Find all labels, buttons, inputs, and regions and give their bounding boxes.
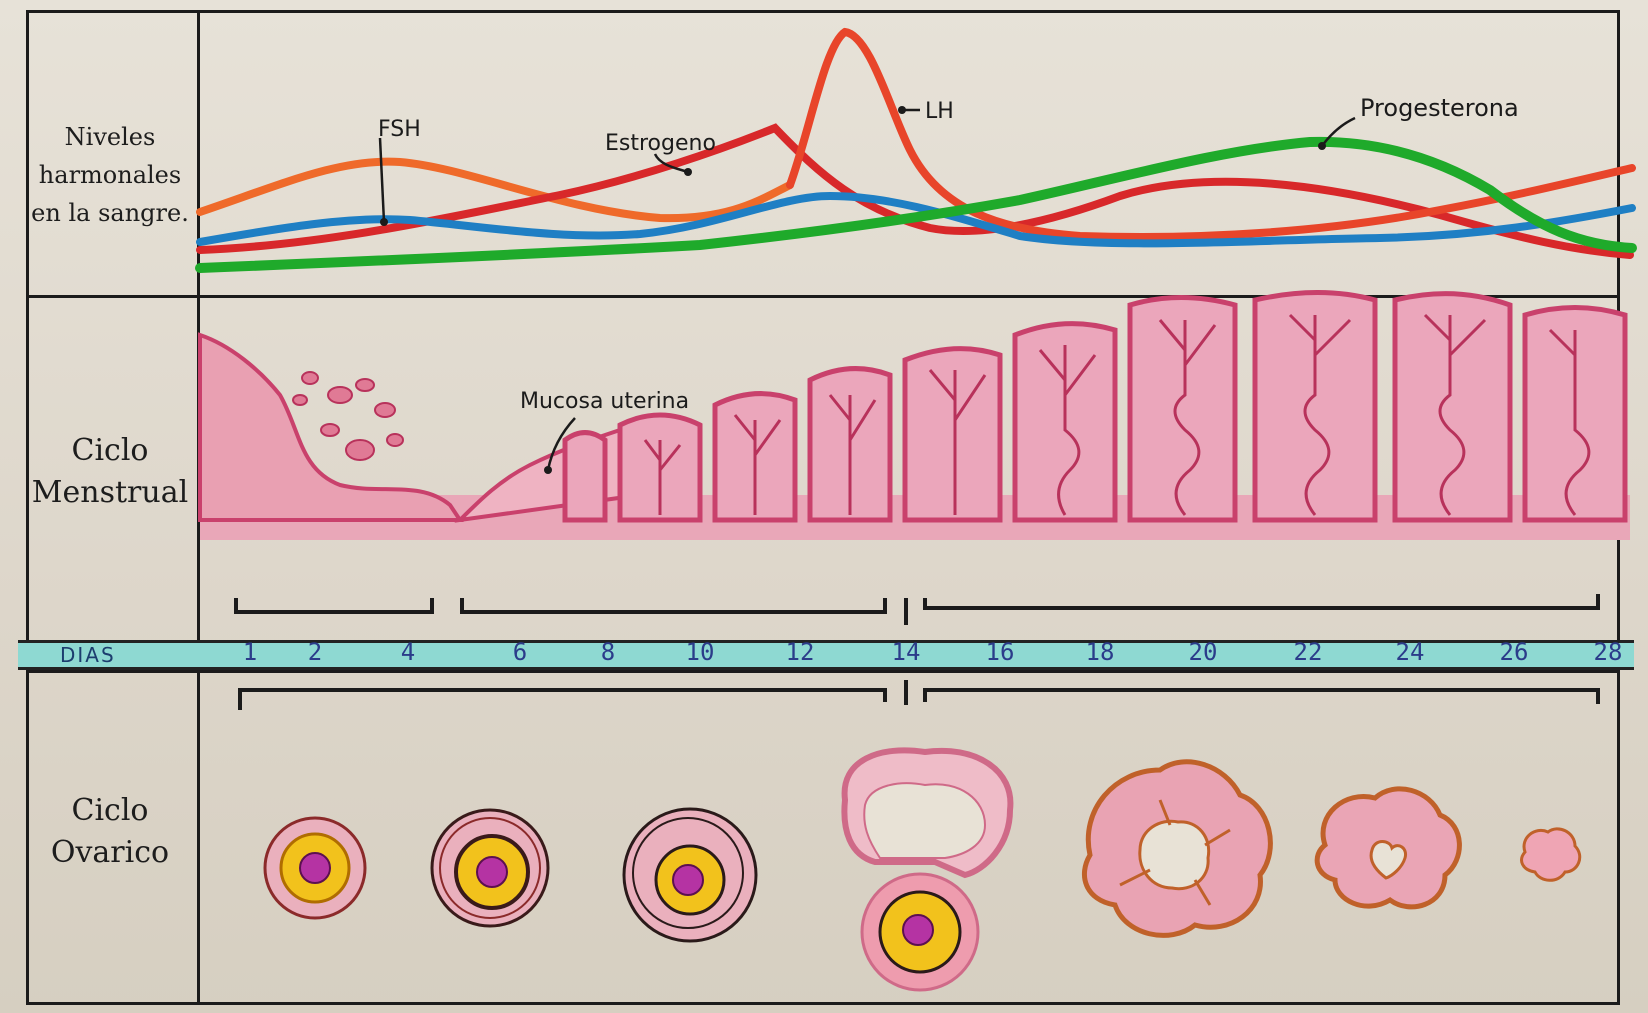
day-number: 2	[308, 638, 322, 666]
endometrial-glands	[565, 293, 1625, 521]
day-number: 4	[401, 638, 415, 666]
day-number: 20	[1189, 638, 1218, 666]
fsh-leader-dot	[380, 218, 388, 226]
ovarian-cycle-drawing	[0, 720, 1648, 1005]
progesterona-leader-dot	[1318, 142, 1326, 150]
day-number: 16	[986, 638, 1015, 666]
day-number: 6	[513, 638, 527, 666]
primary-follicle	[265, 818, 365, 918]
days-label: DIAS	[60, 643, 116, 667]
estrogeno-label: Estrogeno	[605, 131, 716, 156]
secondary-follicle	[432, 810, 548, 926]
lh-leader-dot	[898, 106, 906, 114]
corpus-luteum	[1084, 762, 1270, 936]
secretory-phase-bracket	[925, 594, 1598, 608]
menstrual-phase-bracket	[236, 598, 432, 612]
estrogeno-leader-dot	[684, 168, 692, 176]
proliferative-phase-bracket	[462, 598, 885, 612]
corpus-albicans	[1522, 829, 1580, 880]
luteal-phase-bracket	[925, 690, 1598, 704]
phase-brackets-bottom	[0, 672, 1648, 717]
days-band	[18, 640, 1634, 670]
day-number: 24	[1396, 638, 1425, 666]
hormone-curves-chart: FSH Estrogeno LH Progesterona	[0, 0, 1648, 300]
day-number: 26	[1500, 638, 1529, 666]
day-number: 14	[892, 638, 921, 666]
released-ovocyte	[862, 874, 978, 990]
tertiary-follicle	[624, 809, 756, 941]
day-number: 12	[786, 638, 815, 666]
ruptured-follicle	[844, 750, 1010, 875]
lh-label: LH	[925, 99, 954, 124]
day-number: 10	[686, 638, 715, 666]
day-number: 18	[1086, 638, 1115, 666]
fsh-label: FSH	[378, 117, 421, 142]
detached-fragments	[293, 372, 403, 460]
phase-brackets-top	[0, 590, 1648, 630]
regressing-corpus-luteum	[1317, 789, 1459, 907]
endometrium-drawing: Mucosa uterina	[0, 290, 1648, 550]
day-number: 8	[601, 638, 615, 666]
follicular-phase-bracket	[240, 690, 885, 710]
day-number: 28	[1594, 638, 1623, 666]
mucosa-uterina-label: Mucosa uterina	[520, 389, 689, 414]
mucosa-leader-dot	[544, 466, 552, 474]
day-number: 22	[1294, 638, 1323, 666]
fsh-leader	[380, 138, 384, 222]
progesterona-label: Progesterona	[1360, 94, 1519, 122]
day-number: 1	[243, 638, 257, 666]
